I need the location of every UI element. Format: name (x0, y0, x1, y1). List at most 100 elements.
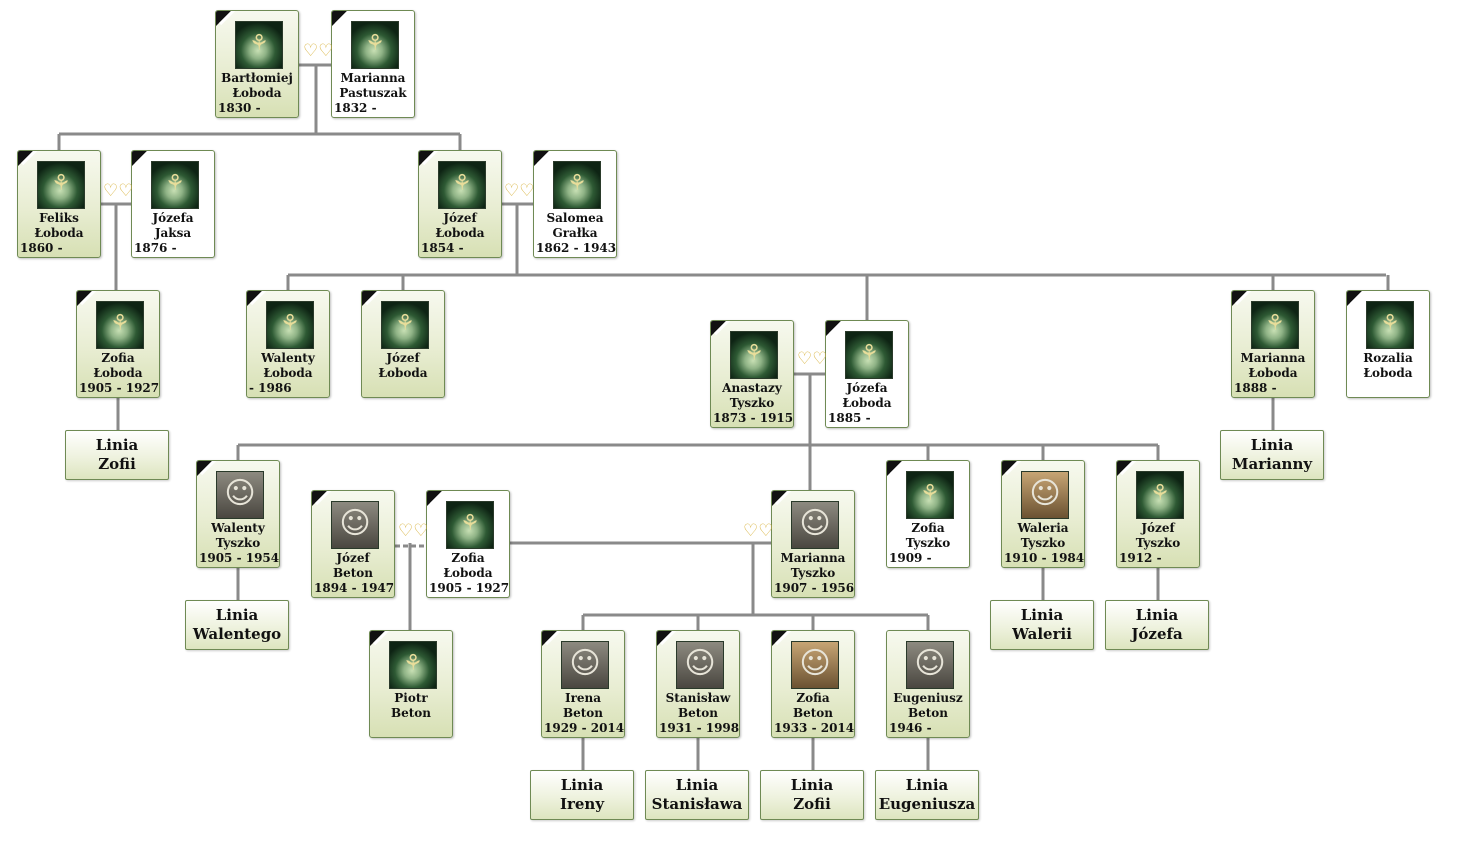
lineage-name: Zofii (98, 455, 136, 473)
first-name: Zofia (911, 521, 945, 535)
mourning-ribbon-icon (1117, 461, 1132, 476)
memorial-candle-icon: ⚘ (906, 471, 954, 519)
memorial-candle-icon: ⚘ (730, 331, 778, 379)
life-dates: 1862 - 1943 (536, 241, 617, 255)
lineage-name: Stanisława (651, 795, 743, 813)
mourning-ribbon-icon (542, 631, 557, 646)
life-dates: 1905 - 1954 (199, 551, 280, 565)
memorial-candle-icon: ⚘ (381, 301, 429, 349)
mourning-ribbon-icon (887, 461, 902, 476)
last-name: Beton (907, 706, 949, 720)
life-dates: 1854 - (421, 241, 464, 255)
lineage-name: Walerii (1012, 625, 1072, 643)
lineage-name: Marianny (1231, 455, 1313, 473)
last-name: Tyszko (215, 536, 261, 550)
last-name: Łoboda (435, 226, 485, 240)
person-photo-icon: ☺ (791, 641, 839, 689)
life-dates: 1860 - (20, 241, 63, 255)
first-name: Marianna (1240, 351, 1306, 365)
life-dates: 1876 - (134, 241, 177, 255)
life-dates: 1873 - 1915 (713, 411, 794, 425)
last-name: Tyszko (905, 536, 951, 550)
first-name: Józef (443, 211, 477, 225)
memorial-candle-icon: ⚘ (266, 301, 314, 349)
last-name: Beton (332, 566, 374, 580)
mourning-ribbon-icon (772, 631, 787, 646)
mourning-ribbon-icon (427, 491, 442, 506)
lineage-label: Linia (95, 436, 139, 454)
last-name: Łoboda (34, 226, 84, 240)
mourning-ribbon-icon (216, 11, 231, 26)
life-dates: 1931 - 1998 (659, 721, 740, 735)
lineage-label: Linia (215, 606, 259, 624)
life-dates: 1830 - (218, 101, 261, 115)
last-name: Łoboda (1248, 366, 1298, 380)
life-dates: 1894 - 1947 (314, 581, 395, 595)
life-dates: - 1986 (249, 381, 292, 395)
first-name: Marianna (780, 551, 846, 565)
mourning-ribbon-icon (1232, 291, 1247, 306)
double-heart-icon: ♡♡ (398, 521, 429, 541)
memorial-candle-icon: ⚘ (446, 501, 494, 549)
double-heart-icon: ♡♡ (504, 181, 535, 201)
mourning-ribbon-icon (332, 11, 347, 26)
life-dates: 1905 - 1927 (79, 381, 160, 395)
memorial-candle-icon: ⚘ (235, 21, 283, 69)
person-photo-icon: ☺ (676, 641, 724, 689)
life-dates: 1905 - 1927 (429, 581, 510, 595)
life-dates: 1888 - (1234, 381, 1277, 395)
mourning-ribbon-icon (132, 151, 147, 166)
life-dates: 1832 - (334, 101, 377, 115)
last-name: Tyszko (790, 566, 836, 580)
last-name: Łoboda (443, 566, 493, 580)
first-name: Piotr (394, 691, 428, 705)
memorial-candle-icon: ⚘ (389, 641, 437, 689)
